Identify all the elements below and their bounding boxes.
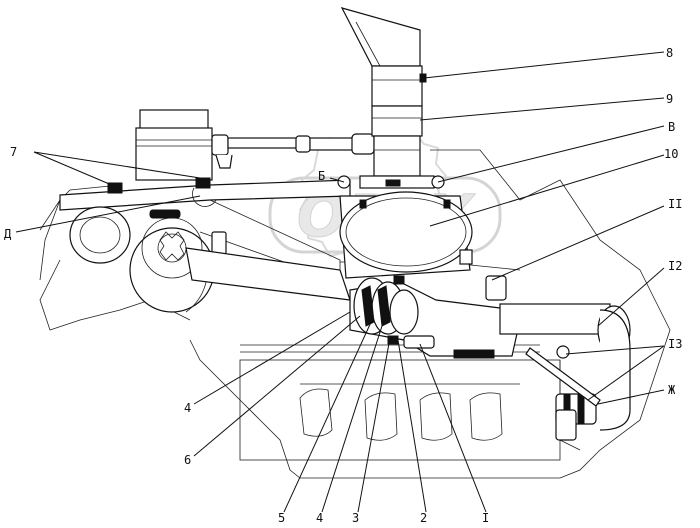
callout-8: 8 [666, 46, 673, 60]
callout-6: 6 [184, 453, 191, 467]
leader-lines [15, 51, 665, 513]
callout-11: II [668, 197, 682, 211]
intake-pipe-stack [337, 7, 445, 189]
callout-13: I3 [668, 337, 682, 351]
callout-5: 5 [278, 511, 285, 525]
callout-2: 2 [420, 511, 427, 525]
callout-4-left: 4 [184, 401, 191, 415]
callout-4-bottom: 4 [316, 511, 323, 525]
callout-1: I [482, 511, 489, 525]
callout-labels: 8 9 В Б 10 7 Д II I2 I3 Ж 4 6 5 4 3 2 I [4, 46, 682, 525]
callout-7: 7 [10, 145, 17, 159]
callout-9: 9 [666, 92, 673, 106]
callout-12: I2 [668, 259, 682, 273]
callout-d: Д [4, 227, 12, 241]
callout-10: 10 [664, 147, 678, 161]
callout-b: Б [318, 169, 325, 183]
air-cleaner [107, 109, 375, 207]
callout-zh: Ж [668, 383, 676, 397]
right-hose-assembly [485, 275, 631, 441]
callout-v: В [668, 120, 675, 134]
callout-3: 3 [352, 511, 359, 525]
filter-housing [339, 191, 473, 279]
intake-elbow-assembly [349, 275, 521, 359]
